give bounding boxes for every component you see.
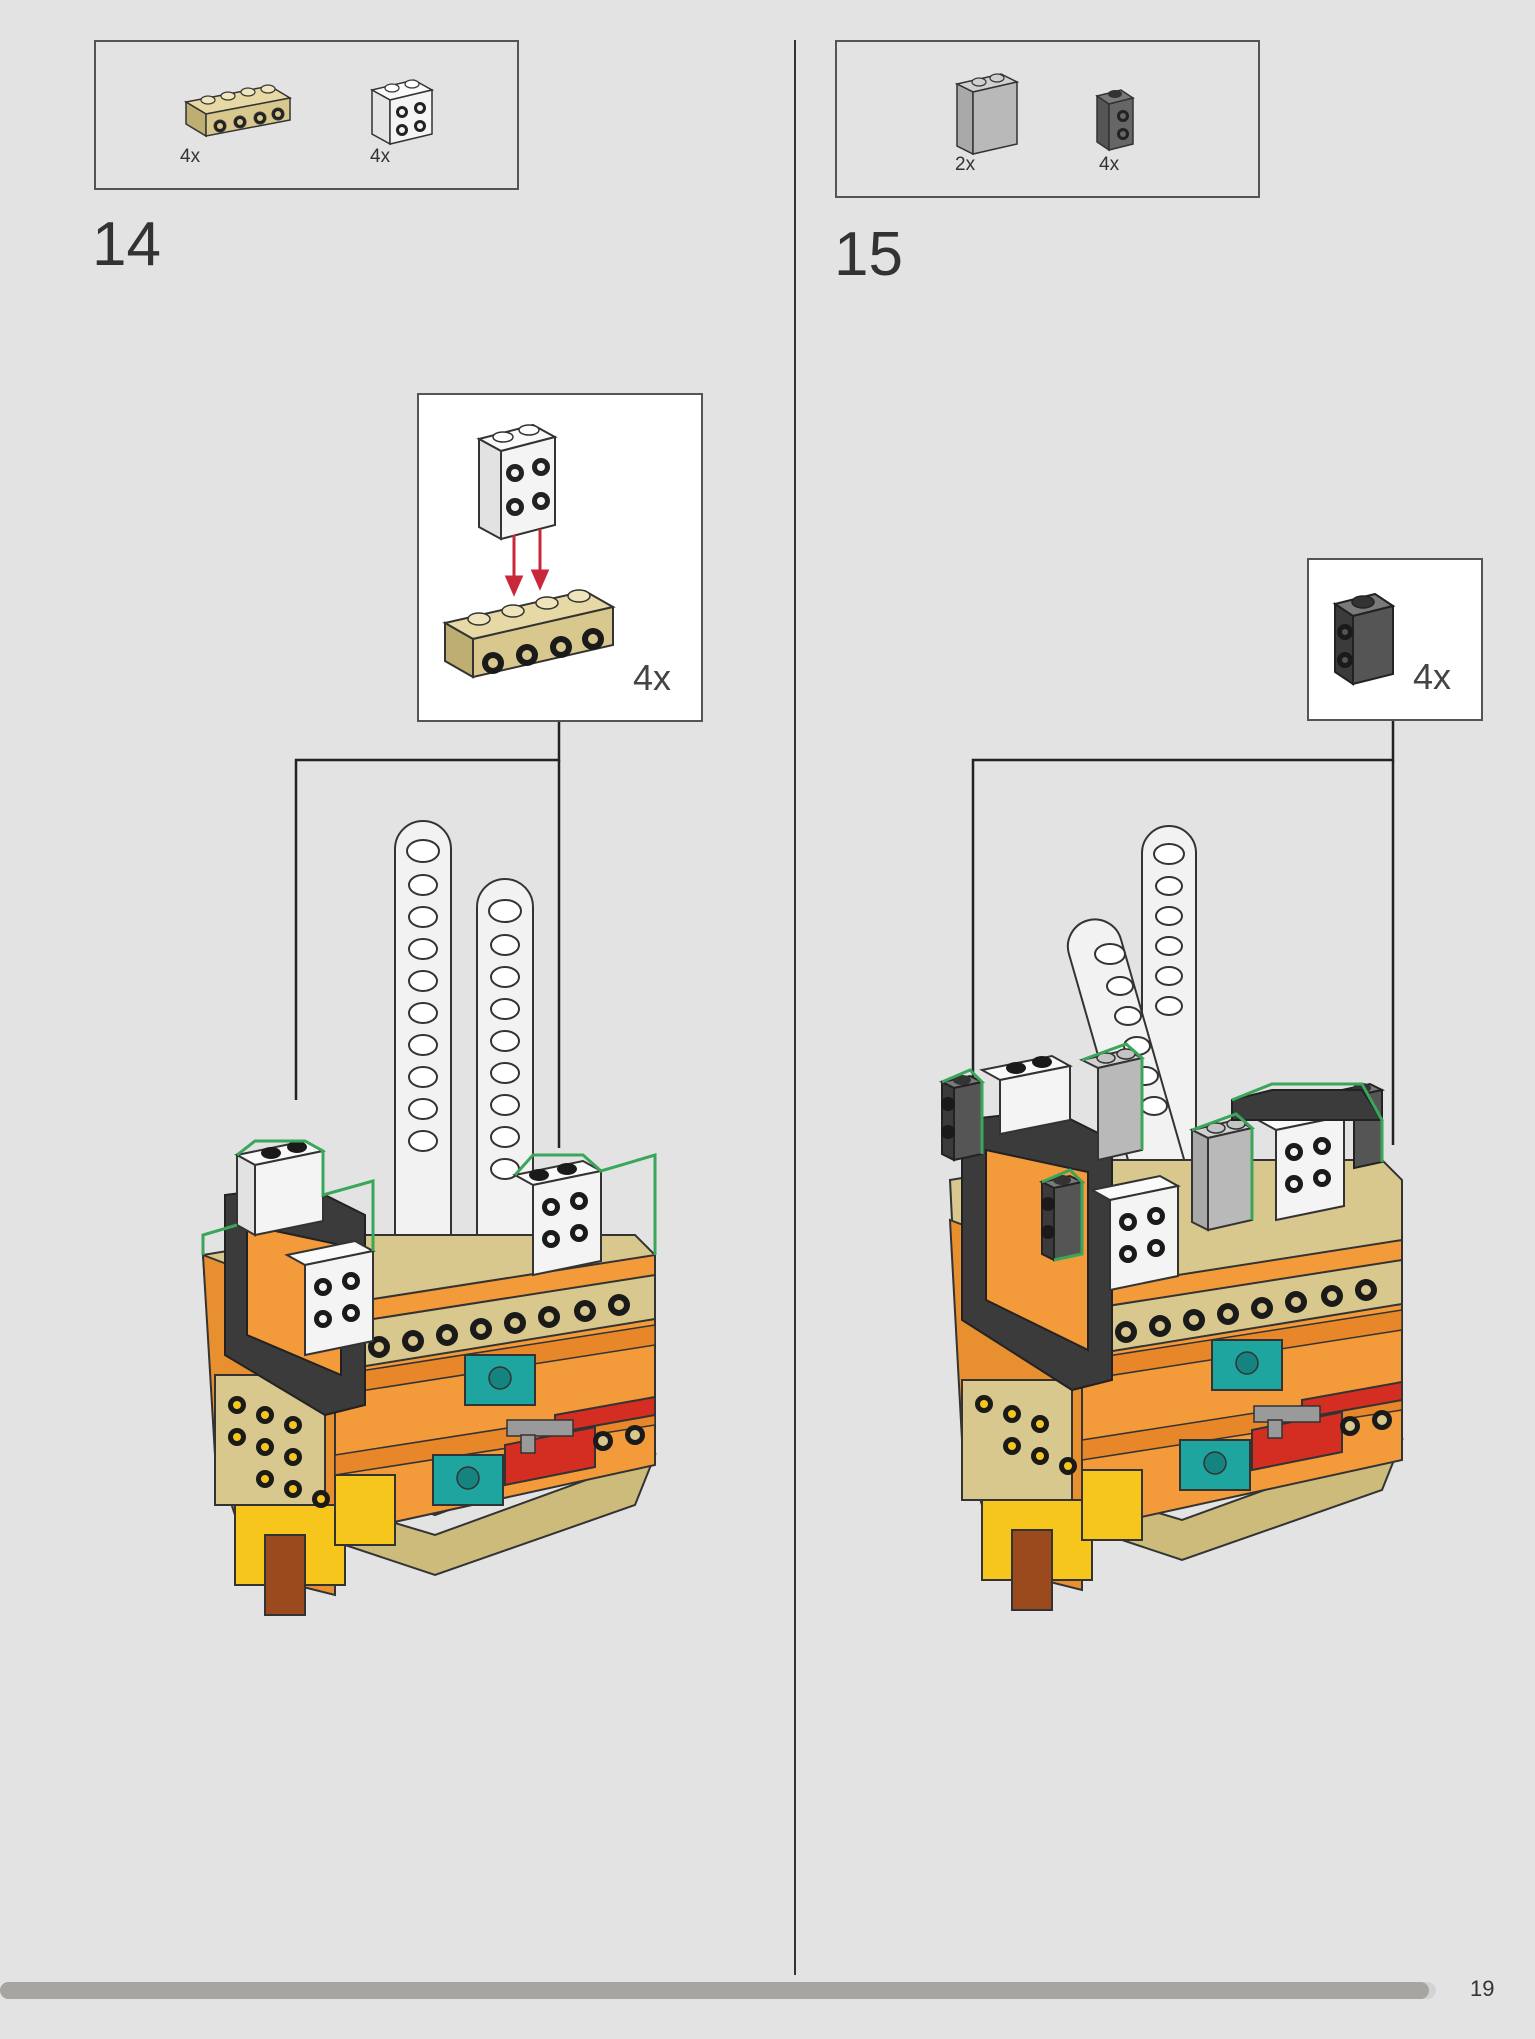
dark-grey-brick-1x1-icon [1095,89,1135,152]
light-grey-brick-1x2x2-icon [954,73,1020,156]
page-number: 19 [1470,1976,1495,2001]
callout-arrow-lines [294,722,561,1148]
dark-grey-brick-1x1-icon [1332,592,1396,686]
model-step-15 [939,825,1404,1611]
white-brick-2x2-icon [369,79,435,146]
part-qty: 4x [370,146,391,167]
parts-list-step-14: 4x 4x [94,40,519,190]
callout-qty: 4x [1413,656,1452,697]
progress-fill [0,1982,1429,1999]
part-callout-step-15: 4x [1307,558,1483,721]
part-qty: 2x [955,154,976,175]
step-divider [794,40,796,1975]
sub-assembly-diagram [442,423,616,679]
parts-list-step-15: 2x 4x [835,40,1260,198]
part-qty: 4x [180,146,201,167]
callout-arrow-lines [971,721,1395,1145]
model-step-14 [201,820,657,1616]
callout-qty: 4x [633,657,672,698]
progress-bar [0,1982,1436,1999]
tan-brick-1x4-icon [183,84,293,138]
step-number: 14 [92,210,161,279]
step-number: 15 [834,220,903,289]
part-qty: 4x [1099,154,1120,175]
sub-assembly-callout-step-14: 4x [417,393,703,722]
